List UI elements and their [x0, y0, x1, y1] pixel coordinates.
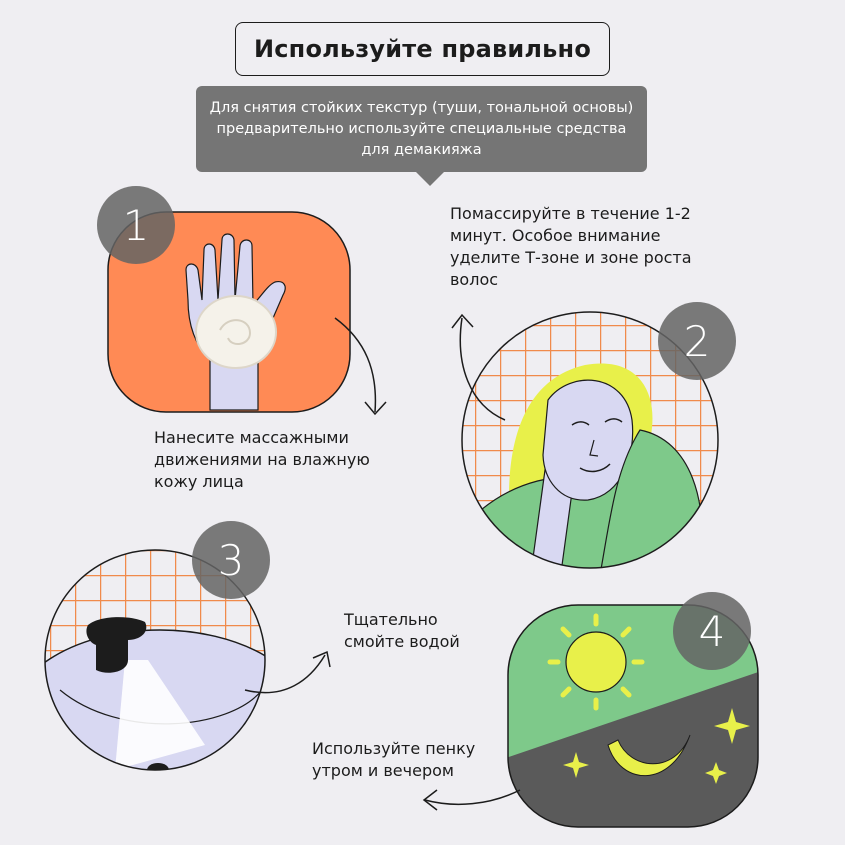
arrow-curve-4 [424, 789, 521, 806]
step-1-illustration [107, 211, 387, 416]
step-2-number: 2 [658, 302, 736, 380]
info-note: Для снятия стойких текстур (туши, тональ… [196, 86, 647, 172]
star-icon [714, 708, 750, 744]
sun-icon [565, 631, 627, 693]
step-1-text: Нанесите массажными движениями на влажну… [154, 428, 370, 491]
step-3-illustration [44, 549, 331, 771]
step-3-number: 3 [192, 521, 270, 599]
water-stream [115, 660, 205, 770]
foam-blob [195, 295, 277, 369]
info-note-tail [414, 170, 446, 186]
step-4-number: 4 [673, 592, 751, 670]
faucet [86, 617, 147, 673]
arrow-curve-1 [334, 317, 377, 413]
drain [147, 763, 169, 770]
step-3-text: Тщательно смойте водой [344, 610, 460, 651]
step-2-illustration [451, 311, 719, 569]
page-title: Используйте правильно [235, 22, 610, 76]
arrow-curve-3 [244, 654, 326, 694]
arrow-curve-2 [459, 317, 506, 421]
moon-icon [607, 734, 691, 777]
step-2-text: Помассируйте в течение 1-2 минут. Особое… [450, 204, 692, 289]
step-4-text: Используйте пенку утром и вечером [312, 739, 476, 780]
step-1-number: 1 [97, 186, 175, 264]
